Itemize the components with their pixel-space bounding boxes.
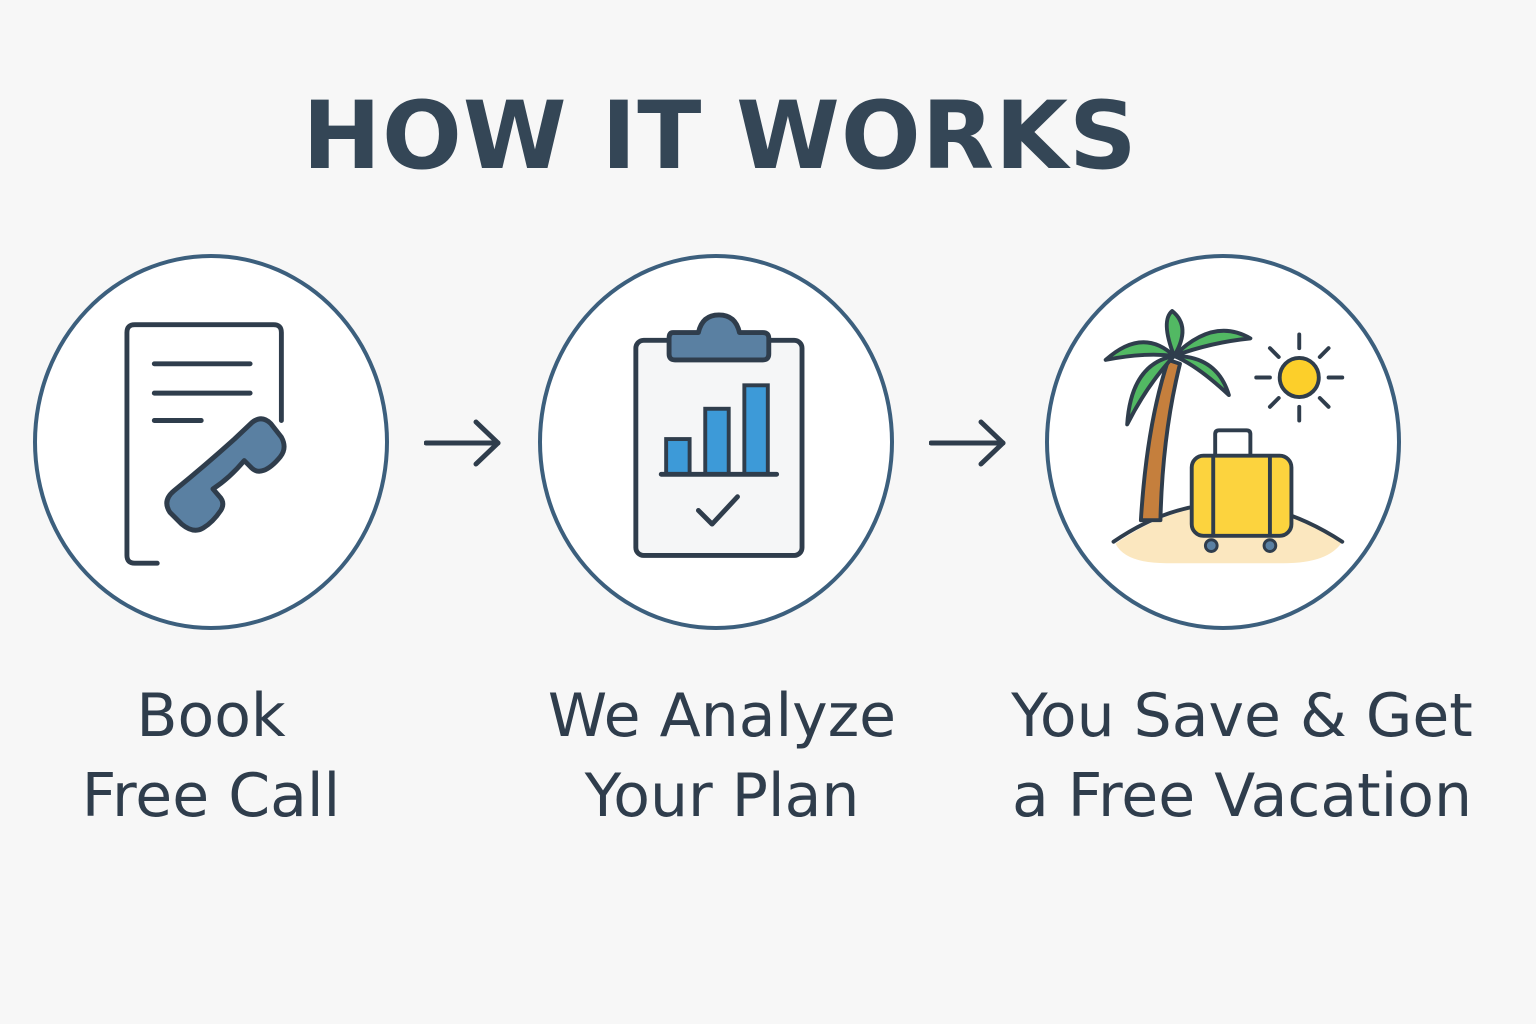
beach-vacation-icon: [1103, 309, 1345, 564]
step-3-label: You Save & Get a Free Vacation: [1000, 676, 1484, 836]
step-1-label: Book Free Call: [30, 676, 392, 836]
step-2-circle: [538, 254, 894, 630]
step-2-label-line1: We Analyze: [547, 681, 897, 751]
step-3-label-line2: a Free Vacation: [1011, 761, 1473, 831]
clipboard-chart-icon: [633, 312, 805, 558]
step-2-label: We Analyze Your Plan: [532, 676, 912, 836]
page-title: HOW IT WORKS: [302, 82, 1138, 191]
step-3-label-line1: You Save & Get: [1011, 681, 1473, 751]
step-1-label-line1: Book: [136, 681, 286, 751]
step-3-circle: [1045, 254, 1401, 630]
step-2-label-line2: Your Plan: [584, 761, 860, 831]
step-1-label-line2: Free Call: [81, 761, 341, 831]
arrow-right-icon: [424, 419, 501, 467]
step-1-circle: [33, 254, 389, 630]
arrow-right-icon: [929, 419, 1006, 467]
document-phone-icon: [124, 322, 287, 566]
